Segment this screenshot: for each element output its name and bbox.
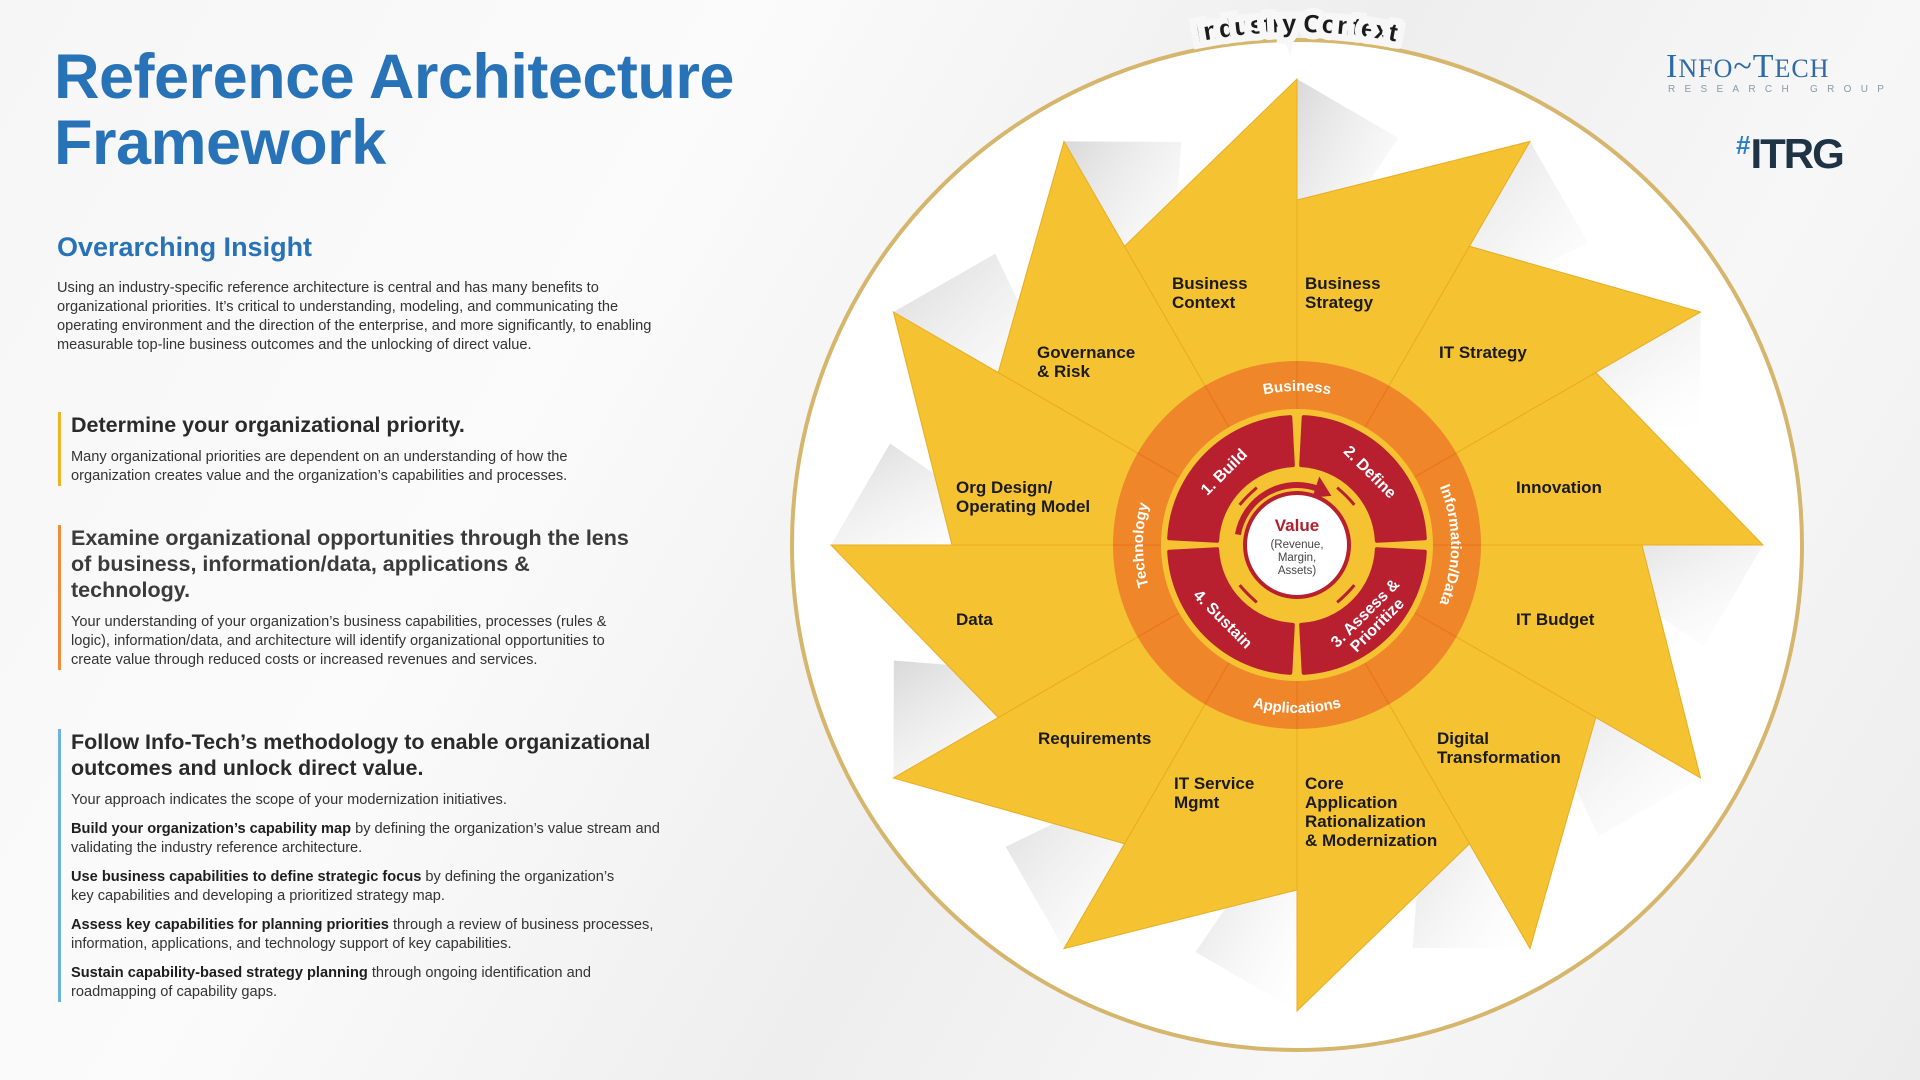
petal-label: Org Design/Operating Model <box>956 478 1090 516</box>
petal-label: IT Strategy <box>1439 343 1527 362</box>
methodology-item: Sustain capability-based strategy planni… <box>71 965 591 1000</box>
cycle-arrow-icon <box>1234 482 1319 536</box>
ring-divider <box>1137 612 1180 638</box>
methodology-item: Use business capabilities to define stra… <box>71 869 615 904</box>
ring-divider <box>1137 452 1180 478</box>
step-segment <box>1167 415 1295 543</box>
ring-divider <box>1414 612 1457 638</box>
infotech-logo: INFO~TECH <box>1666 48 1830 85</box>
chevron-icon <box>1336 584 1356 604</box>
petal-label: Governance& Risk <box>1037 343 1135 381</box>
method-steps <box>1167 415 1427 675</box>
chevron-icon <box>1238 584 1258 604</box>
section-heading: Determine your organizational priority. <box>71 413 465 437</box>
page-title: Reference Architecture Framework <box>54 42 734 178</box>
section-body: Your understanding of your organization’… <box>71 614 607 668</box>
itrg-logo: #ITRG <box>1736 130 1845 177</box>
value-detail: Assets) <box>1278 565 1317 577</box>
ring-divider <box>1204 385 1230 428</box>
step-segment <box>1299 547 1427 675</box>
value-title: Value <box>1275 516 1319 535</box>
value-detail: (Revenue, <box>1270 539 1323 551</box>
section-body: Your approach indicates the scope of you… <box>71 792 507 808</box>
methodology-item: Build your organization’s capability map… <box>71 821 660 856</box>
chevron-icon <box>1238 486 1258 506</box>
methodology-item: Assess key capabilities for planning pri… <box>71 917 654 952</box>
insight-body: Using an industry-specific reference arc… <box>57 280 652 353</box>
ring-divider <box>1364 662 1390 705</box>
chevron-icon <box>1336 486 1356 506</box>
ring-label-technology: Technology <box>1130 500 1153 589</box>
petal-label: IT Budget <box>1516 610 1595 629</box>
infotech-logo-subtitle: RESEARCH GROUP <box>1668 84 1894 95</box>
petal-label: Innovation <box>1516 478 1602 497</box>
section-body: Many organizational priorities are depen… <box>71 449 568 484</box>
section-methodology: Follow Info-Tech’s methodology to enable… <box>58 729 691 1002</box>
petal-label: Requirements <box>1038 729 1151 748</box>
petal-label: Data <box>956 610 993 629</box>
section-heading: Follow Info-Tech’s methodology to enable… <box>71 730 651 780</box>
section-opportunities: Examine organizational opportunities thr… <box>58 525 671 670</box>
insight-heading: Overarching Insight <box>57 232 313 262</box>
value-detail: Margin, <box>1278 552 1316 564</box>
section-priority: Determine your organizational priority. … <box>58 412 671 486</box>
step-segment <box>1299 415 1427 543</box>
value-circle <box>1243 491 1351 599</box>
arrow-head-icon <box>1312 476 1332 498</box>
ring-divider <box>1204 662 1230 705</box>
ring-divider <box>1364 385 1390 428</box>
step-segment <box>1167 547 1295 675</box>
section-heading: Examine organizational opportunities thr… <box>71 526 629 602</box>
ring-label-applications: Applications <box>1252 694 1343 717</box>
ring-divider <box>1414 452 1457 478</box>
